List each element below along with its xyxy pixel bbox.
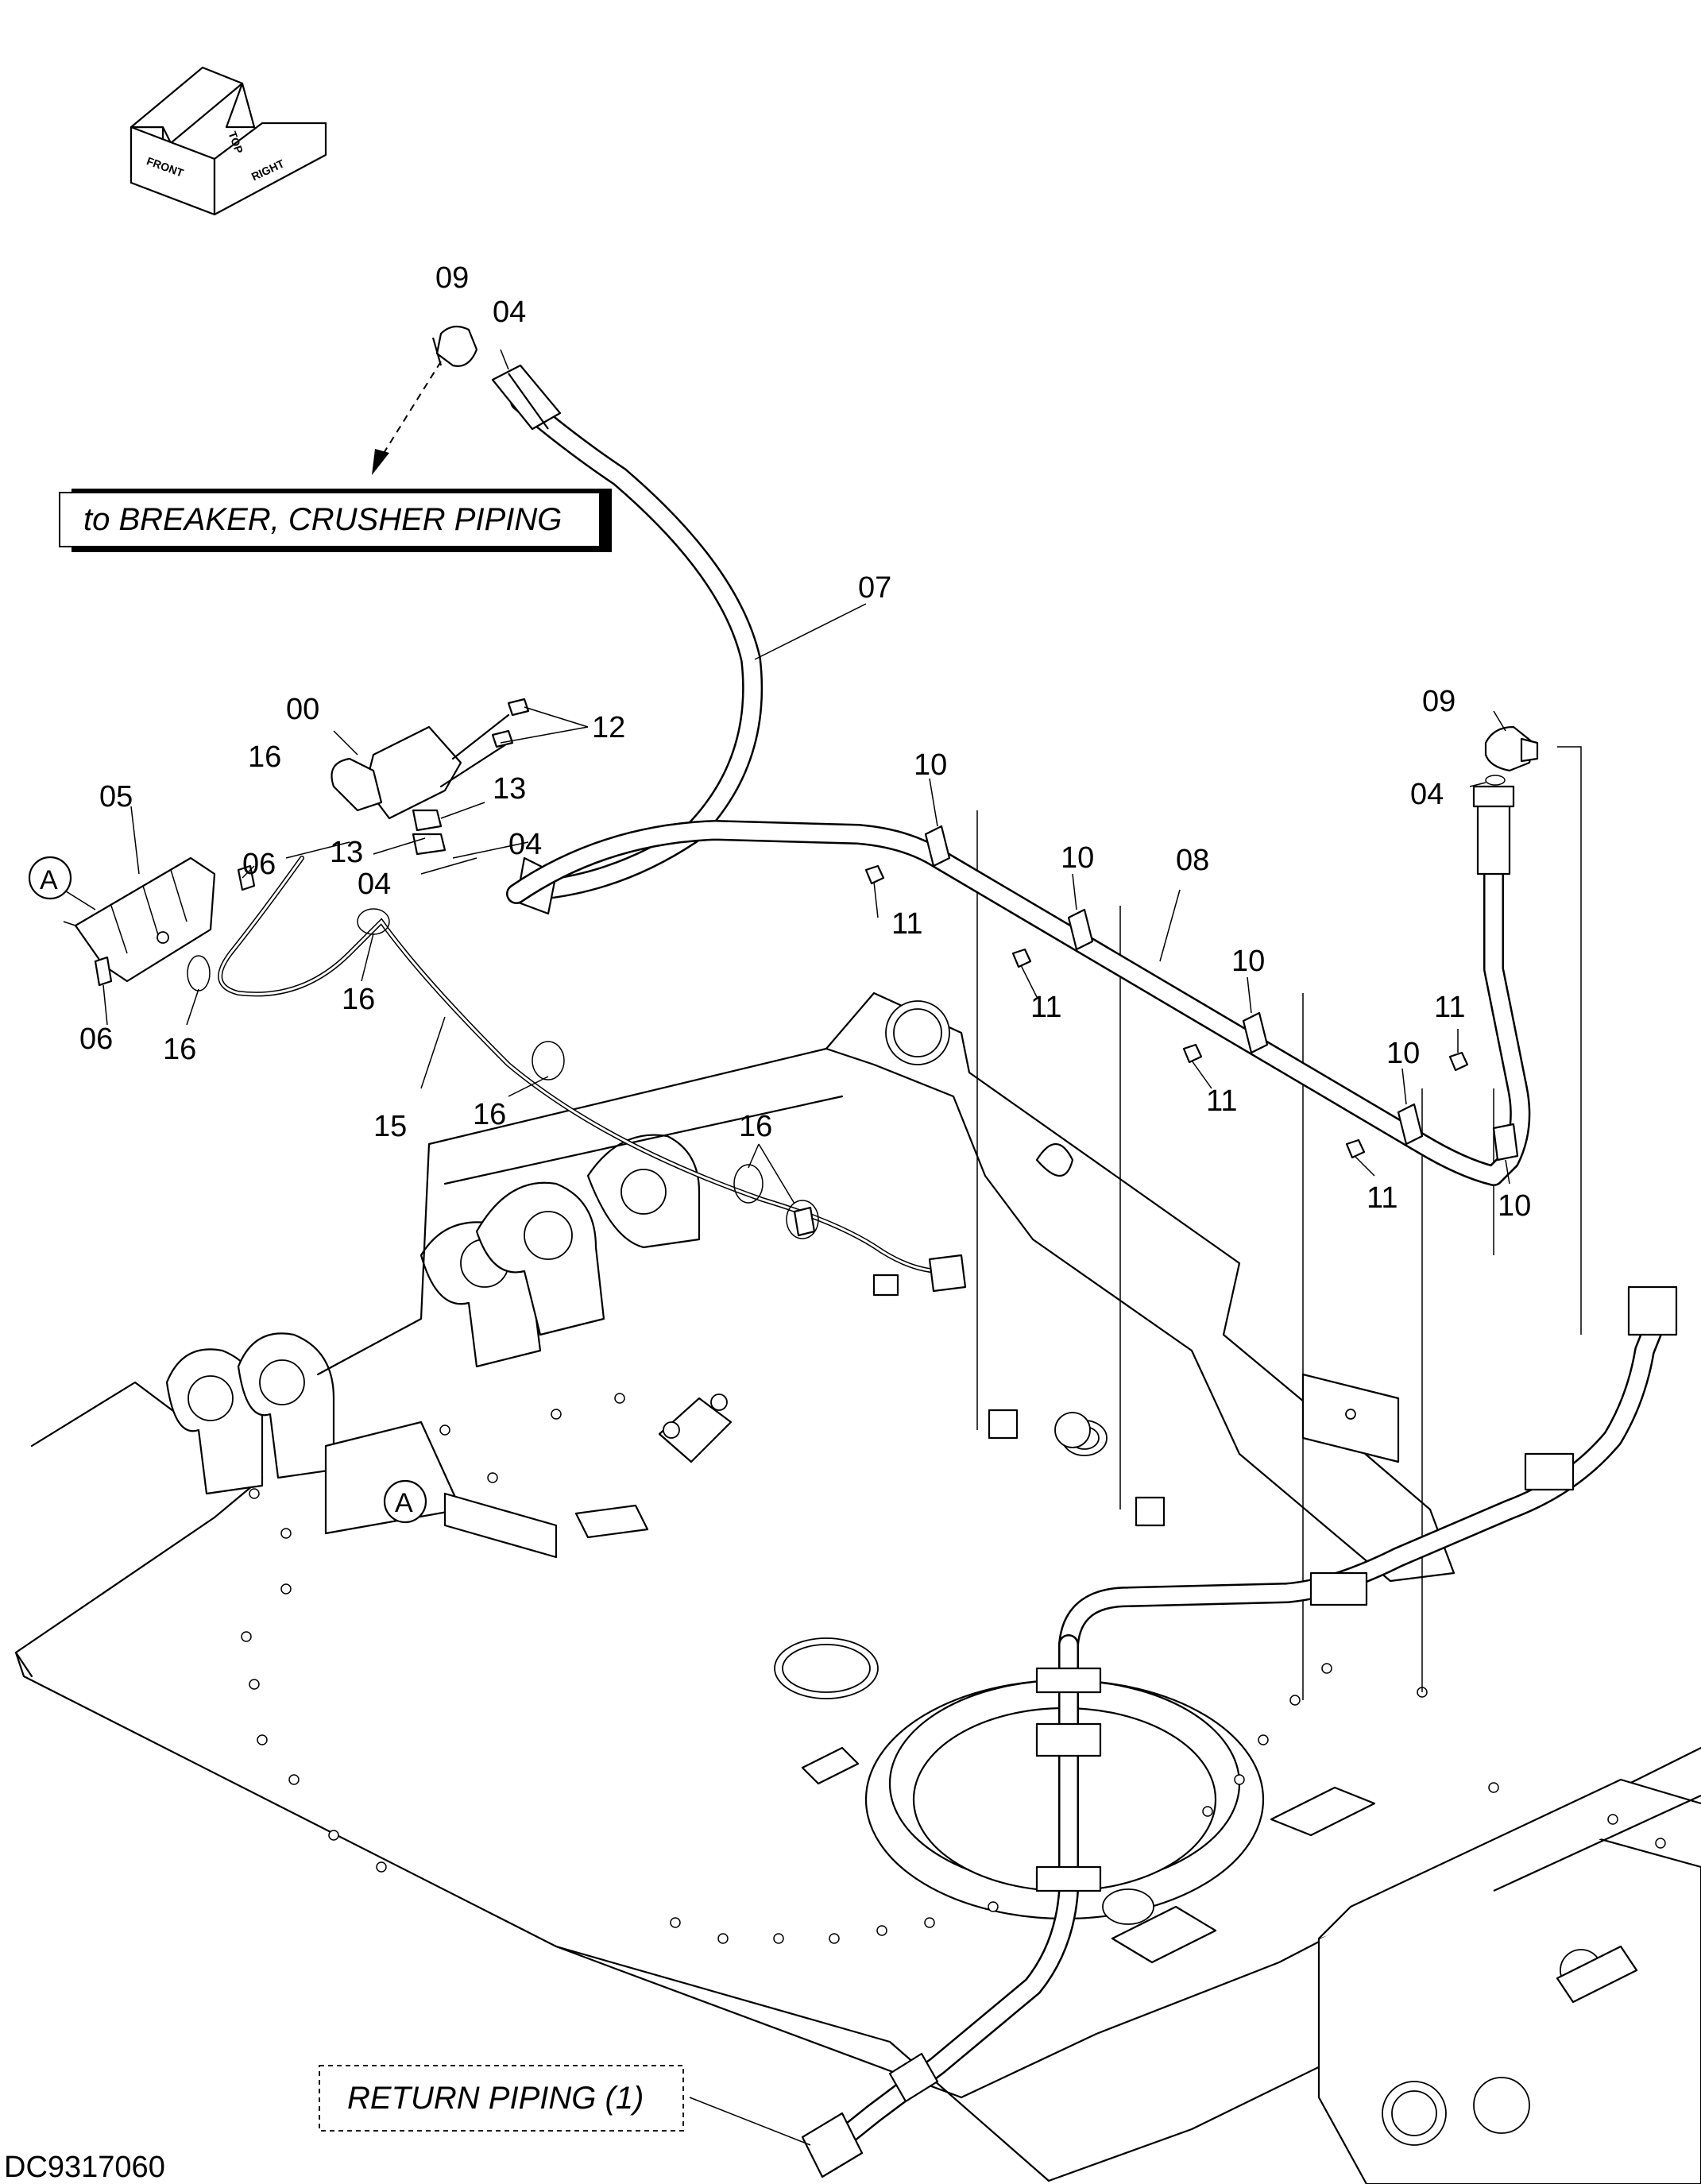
callout-return-piping-text: RETURN PIPING (1)	[347, 2081, 644, 2116]
label-05: 05	[99, 780, 133, 814]
detail-marker-a-upper-text: A	[40, 865, 58, 895]
upper-frame	[14, 991, 1701, 2184]
label-13-upper: 13	[493, 772, 526, 806]
deck-bolt-holes	[241, 1393, 1666, 1944]
label-07: 07	[858, 571, 891, 605]
label-15: 15	[373, 1110, 407, 1143]
label-10-a: 10	[914, 748, 947, 782]
label-04-mid: 04	[508, 828, 542, 861]
drawing-code: DC9317060	[4, 2151, 165, 2184]
label-10-d: 10	[1386, 1037, 1420, 1070]
label-04-lower: 04	[358, 868, 391, 901]
callout-breaker-crusher-text: to BREAKER, CRUSHER PIPING	[83, 502, 562, 537]
label-11-d: 11	[1434, 991, 1465, 1024]
leader-lines	[63, 349, 1510, 2146]
label-16-harness: 16	[342, 983, 375, 1016]
callout-return-piping: RETURN PIPING (1)	[319, 2065, 684, 2132]
label-16-mid: 16	[473, 1098, 506, 1131]
part-labels: 09 04 07 00 12 16 13 05 13 04 06 04 06 1…	[79, 261, 1531, 1223]
orientation-arrow-icon: FRONT TOP RIGHT	[130, 66, 327, 216]
callout-breaker-crusher: to BREAKER, CRUSHER PIPING	[59, 489, 612, 552]
hose-08	[506, 785, 1531, 1186]
label-04-right: 04	[1410, 778, 1444, 811]
label-06-upper: 06	[242, 848, 276, 881]
label-08: 08	[1176, 844, 1209, 877]
label-10-e: 10	[1498, 1189, 1531, 1223]
label-13-lower: 13	[330, 836, 363, 869]
elbow-fitting-09-left	[431, 325, 478, 367]
clamp-blocks	[988, 1373, 1400, 1527]
mounting-plate-05	[63, 856, 256, 987]
detail-marker-a-lower: A	[383, 1479, 427, 1524]
label-09-right: 09	[1422, 685, 1456, 718]
label-11-b: 11	[1030, 991, 1061, 1024]
elbow-fitting-09-right	[1484, 725, 1539, 786]
label-16-sensor: 16	[248, 740, 281, 774]
label-12: 12	[592, 711, 625, 744]
label-10-b: 10	[1061, 841, 1094, 875]
label-09-left: 09	[435, 261, 469, 295]
label-11-e: 11	[1367, 1181, 1398, 1215]
return-pipe-assembly	[801, 1285, 1678, 2178]
detail-marker-a-upper: A	[28, 856, 72, 900]
detail-marker-a-lower-text: A	[395, 1488, 413, 1518]
label-10-c: 10	[1231, 945, 1265, 978]
dashed-arrow-to-breaker	[372, 361, 442, 475]
label-04-top: 04	[493, 296, 526, 329]
label-16-left: 16	[163, 1033, 196, 1066]
bolts-11	[864, 864, 1469, 1159]
label-06-lower: 06	[79, 1022, 113, 1056]
label-11-a: 11	[891, 907, 922, 941]
label-00: 00	[286, 693, 319, 726]
label-11-c: 11	[1206, 1084, 1237, 1118]
projection-lines	[976, 746, 1582, 1700]
label-16-right: 16	[739, 1110, 772, 1143]
